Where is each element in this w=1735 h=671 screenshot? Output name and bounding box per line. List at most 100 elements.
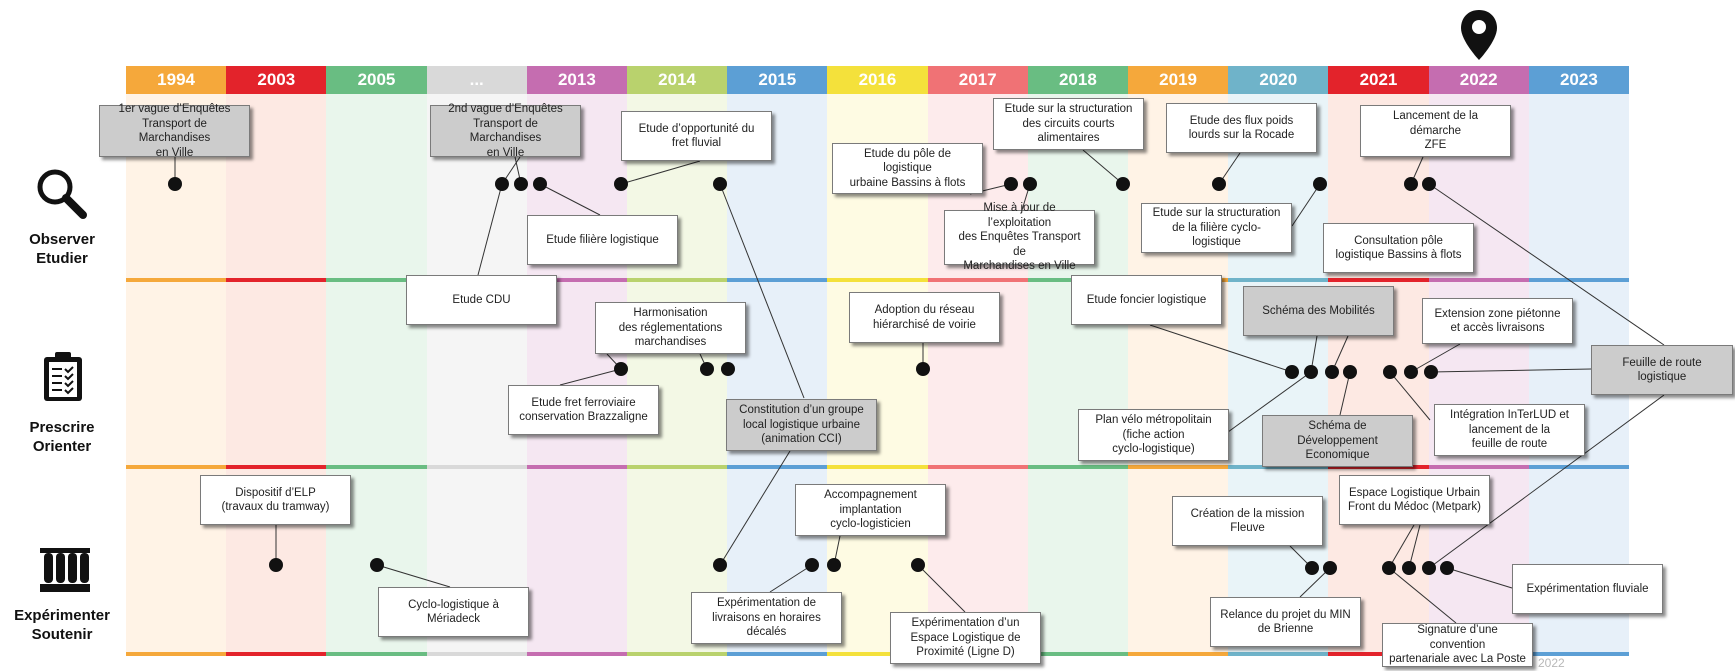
timeline-dot <box>1212 177 1226 191</box>
year-header-2023: 2023 <box>1528 66 1629 94</box>
row-separator-segment <box>827 652 928 656</box>
row-separator-segment <box>526 652 627 656</box>
year-header-2019: 2019 <box>1128 66 1229 94</box>
leader-line <box>1428 183 1665 346</box>
timeline-dot <box>700 362 714 376</box>
row-separator-segment <box>827 278 928 282</box>
timeline-dot <box>1383 365 1397 379</box>
timeline-dot <box>805 558 819 572</box>
timeline-dot <box>1323 561 1337 575</box>
action-box-etude-cdu: Etude CDU <box>406 275 557 325</box>
row-label-line: Prescrire <box>29 419 95 436</box>
leader-line <box>719 450 791 566</box>
row-label-line: Observer <box>29 231 95 248</box>
action-box-2nd-vague-enquetes: 2nd vague d’Enquêtes Transport de Marcha… <box>430 103 581 159</box>
row-label-prescrire: Prescrire Orienter <box>0 418 124 456</box>
row-separator-segment <box>1128 652 1229 656</box>
row-label-line: Expérimenter <box>14 607 110 624</box>
row-separator-segment <box>627 652 728 656</box>
row-label-line: Etudier <box>36 250 88 267</box>
clipboard-checklist-icon <box>42 351 84 408</box>
row-separator-segment <box>1228 652 1329 656</box>
year-header-gap: ... <box>426 66 527 94</box>
row-separator-segment <box>426 652 527 656</box>
action-box-mission-fleuve: Création de la mission Fleuve <box>1172 496 1323 546</box>
action-box-convention-la-poste: Signature d’une convention partenariale … <box>1382 623 1533 667</box>
leader-line <box>1149 324 1293 373</box>
leader-line <box>559 368 622 386</box>
year-header-2015: 2015 <box>727 66 828 94</box>
action-box-min-brienne: Relance du projet du MIN de Brienne <box>1210 597 1361 647</box>
timeline-dot <box>370 558 384 572</box>
timeline-dot <box>1116 177 1130 191</box>
timeline-dot <box>916 362 930 376</box>
row-separator-segment <box>827 465 928 469</box>
row-separator-segment <box>526 465 627 469</box>
action-box-etude-foncier: Etude foncier logistique <box>1071 275 1222 325</box>
leader-line <box>1388 567 1457 624</box>
test-tubes-icon <box>38 546 92 599</box>
leader-line <box>1388 524 1415 569</box>
row-separator-segment <box>1328 465 1429 469</box>
timeline-dot <box>1004 177 1018 191</box>
row-separator-segment <box>927 465 1028 469</box>
timeline-dot <box>1422 177 1436 191</box>
row-separator-segment <box>1428 278 1529 282</box>
year-watermark: 2022 <box>1538 656 1565 670</box>
timeline-dot <box>614 362 628 376</box>
action-box-flux-poids-lourds: Etude des flux poids lourds sur la Rocad… <box>1166 103 1317 153</box>
leader-line <box>620 160 701 185</box>
row-separator-segment <box>727 465 828 469</box>
row-label-line: Soutenir <box>31 626 93 643</box>
timeline-dot <box>1313 177 1327 191</box>
timeline-dot <box>911 558 925 572</box>
timeline-dot <box>514 177 528 191</box>
row-separator-segment <box>727 278 828 282</box>
year-header-2020: 2020 <box>1228 66 1329 94</box>
action-box-experimentation-fluviale: Expérimentation fluviale <box>1512 564 1663 614</box>
action-box-espace-logistique-metpark: Espace Logistique Urbain Front du Médoc … <box>1339 475 1490 525</box>
action-box-feuille-de-route: Feuille de route logistique <box>1591 345 1733 395</box>
action-box-etude-pole-bassins: Etude du pôle de logistique urbaine Bass… <box>832 143 983 194</box>
timeline-dot <box>1404 177 1418 191</box>
row-label-observer: Observer Etudier <box>0 230 124 268</box>
leader-line <box>719 183 805 399</box>
timeline-dot <box>1402 561 1416 575</box>
row-separator-segment <box>226 278 327 282</box>
action-box-fret-ferroviaire: Etude fret ferroviaire conservation Braz… <box>508 385 659 435</box>
row-separator-segment <box>1027 652 1128 656</box>
row-separator-segment <box>126 278 227 282</box>
year-header-2017: 2017 <box>927 66 1028 94</box>
timeline-dot <box>1440 561 1454 575</box>
magnifier-icon <box>34 166 88 225</box>
timeline-dot <box>827 558 841 572</box>
row-separator-segment <box>1128 465 1229 469</box>
row-separator-segment <box>627 278 728 282</box>
leader-line <box>1227 371 1312 433</box>
action-box-groupe-logistique-cci: Constitution d’un groupe local logistiqu… <box>726 399 877 451</box>
leader-line <box>1339 371 1351 416</box>
action-box-1re-vague-enquetes: 1er vague d’Enquêtes Transport de Marcha… <box>99 103 250 159</box>
leader-line <box>917 564 966 613</box>
row-separator-segment <box>927 278 1028 282</box>
row-separator-segment <box>326 278 427 282</box>
row-separator-segment <box>326 465 427 469</box>
timeline-dot <box>495 177 509 191</box>
year-header-2013: 2013 <box>526 66 627 94</box>
row-separator-segment <box>1528 652 1629 656</box>
row-separator-segment <box>1228 278 1329 282</box>
leader-line <box>539 183 601 216</box>
timeline-dot <box>1325 365 1339 379</box>
row-separator-segment <box>126 652 227 656</box>
row-separator-segment <box>226 652 327 656</box>
row-separator-segment <box>1328 652 1429 656</box>
year-band-2018 <box>1027 94 1128 654</box>
action-box-demarche-zfe: Lancement de la démarche ZFE <box>1360 105 1511 157</box>
timeline-dot <box>168 177 182 191</box>
year-header-2003: 2003 <box>226 66 327 94</box>
action-box-etude-fret-fluvial: Etude d’opportunité du fret fluvial <box>621 111 772 161</box>
leader-line <box>477 183 503 276</box>
action-box-harmonisation-reglementations: Harmonisation des réglementations marcha… <box>595 302 746 354</box>
